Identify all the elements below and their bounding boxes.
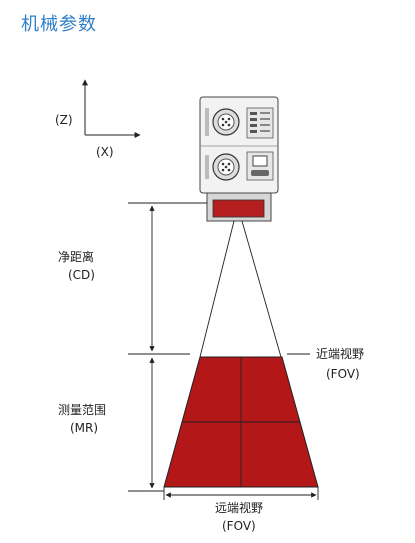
page-title: 机械参数 <box>21 14 97 35</box>
x-axis-label: (X) <box>96 145 114 159</box>
field-of-view-area <box>163 356 319 488</box>
near-fov-label: 近端视野 <box>316 346 364 361</box>
coordinate-axes: (Z) (X) <box>55 79 141 159</box>
projection-line-right <box>241 220 282 358</box>
near-fov-abbr: (FOV) <box>326 367 360 381</box>
mr-label: 测量范围 <box>58 403 106 417</box>
far-fov-label: 远端视野 <box>215 500 263 515</box>
mr-abbr: (MR) <box>70 421 98 435</box>
sensor-device <box>199 96 279 222</box>
cd-abbr: (CD) <box>68 268 95 282</box>
z-axis-label: (Z) <box>55 113 73 127</box>
lens-window <box>212 199 265 218</box>
cd-label: 净距离 <box>58 249 94 264</box>
far-fov-abbr: (FOV) <box>222 519 256 533</box>
projection-line-left <box>199 220 235 358</box>
